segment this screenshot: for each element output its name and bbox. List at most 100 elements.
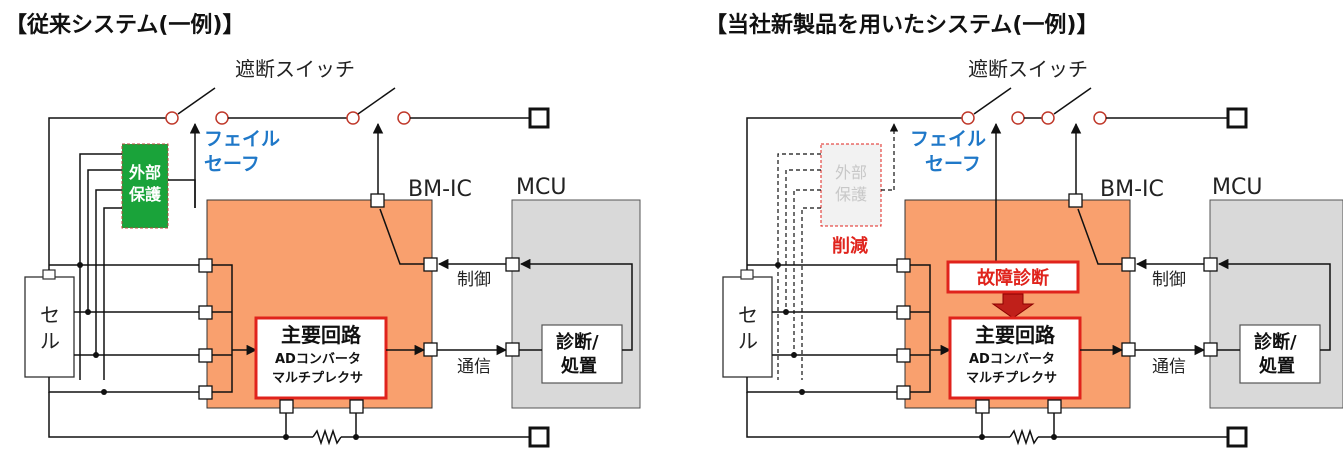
left-switch-contact — [165, 111, 179, 125]
left-mcu-label: MCU — [516, 175, 566, 200]
left-external-protection — [121, 143, 169, 229]
left-switch-contact — [215, 111, 229, 125]
right-switch-contact — [961, 111, 975, 125]
left-main-title: 主要回路 — [281, 323, 362, 347]
right-cell-terminal — [740, 269, 754, 280]
right-resistor — [1009, 428, 1039, 446]
right-main-sub-1: ADコンバータ — [969, 352, 1055, 367]
left-failsafe-label-2: セーフ — [204, 153, 260, 175]
right-junction — [791, 352, 797, 358]
right-bottom-wire — [746, 392, 1010, 438]
right-external-label-1: 外部 — [835, 163, 867, 182]
right-control-wire — [1077, 208, 1122, 265]
right-fault-diagnosis — [946, 260, 1080, 294]
left-main-circuit — [254, 316, 388, 400]
left-pin — [198, 258, 213, 273]
left-bmic-label: BM-IC — [408, 177, 472, 202]
right-mcu-label: MCU — [1212, 175, 1262, 200]
left-pin — [279, 399, 294, 414]
left-wire-top — [48, 117, 166, 270]
right-comm-label: 通信 — [1152, 357, 1186, 377]
left-comm-label: 通信 — [457, 357, 491, 377]
right-switch-lever — [1053, 87, 1092, 115]
left-switch-lever — [357, 87, 396, 115]
right-ext-wire-dashed — [777, 153, 821, 380]
left-ext-wire — [95, 189, 122, 355]
left-external-label-1: 外部 — [128, 163, 161, 182]
right-bmic-label: BM-IC — [1100, 177, 1164, 202]
left-ext-wire — [103, 207, 122, 380]
right-pin — [1121, 257, 1136, 272]
left-control-label: 制御 — [457, 270, 491, 290]
right-failsafe-label-2: セーフ — [925, 153, 981, 175]
right-junction — [1051, 434, 1057, 440]
left-external-label-2: 保護 — [128, 185, 162, 204]
left-pin — [198, 305, 213, 320]
left-pin — [505, 257, 520, 272]
left-cell-label-1: セ — [40, 303, 60, 327]
left-pin — [198, 385, 213, 400]
right-control-label: 制御 — [1152, 270, 1186, 290]
left-internal-wire — [212, 264, 233, 393]
left-junction — [77, 262, 83, 268]
left-pin — [423, 342, 438, 357]
right-switch-contact — [1041, 111, 1055, 125]
right-junction — [979, 434, 985, 440]
left-resistor — [312, 428, 342, 446]
right-panel: 【当社新製品を用いたシステム(一例)】 BM-IC MCU セ ル 遮断スイッチ… — [705, 12, 1343, 448]
left-pin — [198, 348, 213, 363]
left-title: 【従来システム(一例)】 — [5, 12, 244, 38]
right-external-protection-removed — [820, 143, 882, 227]
left-pin — [505, 342, 520, 357]
left-main-sub-1: ADコンバータ — [275, 352, 361, 367]
left-diag-block — [541, 324, 623, 384]
right-diag-label-2: 処置 — [1259, 355, 1295, 377]
left-mcu-feedback — [519, 258, 633, 351]
right-main-circuit — [948, 316, 1082, 400]
left-output-terminal-top — [528, 107, 550, 129]
right-sense-wire — [746, 377, 897, 393]
left-switch-contact — [346, 111, 360, 125]
left-failsafe-label-1: フェイル — [204, 128, 280, 150]
left-diag-label-1: 診断/ — [556, 331, 599, 353]
right-cell-label-2: ル — [738, 329, 758, 353]
right-fault-diag-label: 故障診断 — [977, 267, 1049, 289]
right-junction — [775, 262, 781, 268]
right-pin — [896, 385, 911, 400]
right-failsafe-label-1: フェイル — [910, 128, 986, 150]
right-pin — [1121, 342, 1136, 357]
right-switch-lever — [973, 87, 1012, 115]
right-pin — [1203, 342, 1218, 357]
right-switch-contact — [1093, 111, 1107, 125]
right-pin — [896, 305, 911, 320]
left-junction — [93, 352, 99, 358]
right-pin — [1047, 399, 1062, 414]
right-ext-wire-dashed — [793, 189, 821, 355]
left-switch-contact — [397, 111, 411, 125]
left-bottom-wire — [48, 392, 313, 438]
right-external-label-2: 保護 — [835, 185, 867, 204]
right-pin — [896, 348, 911, 363]
right-output-terminal-top — [1226, 107, 1248, 129]
left-pin — [423, 257, 438, 272]
right-diag-block — [1239, 324, 1321, 384]
right-output-terminal-bottom — [1226, 426, 1248, 448]
right-ext-wire-dashed — [785, 169, 821, 312]
right-junction — [799, 389, 805, 395]
right-title: 【当社新製品を用いたシステム(一例)】 — [705, 12, 1098, 38]
right-internal-wire — [910, 264, 931, 393]
left-pin — [370, 193, 385, 208]
right-diag-label-1: 診断/ — [1254, 331, 1297, 353]
right-ext-wire-dashed — [801, 207, 821, 380]
right-wire-top — [746, 117, 962, 270]
left-cell-terminal — [42, 269, 56, 280]
left-switch-label: 遮断スイッチ — [235, 57, 355, 81]
right-junction — [783, 309, 789, 315]
left-switch-lever — [177, 87, 216, 115]
left-pin — [349, 399, 364, 414]
left-cell-block — [24, 276, 75, 378]
right-pin — [1068, 193, 1083, 208]
right-main-sub-2: マルチプレクサ — [966, 371, 1057, 386]
left-ext-wire — [79, 153, 122, 380]
